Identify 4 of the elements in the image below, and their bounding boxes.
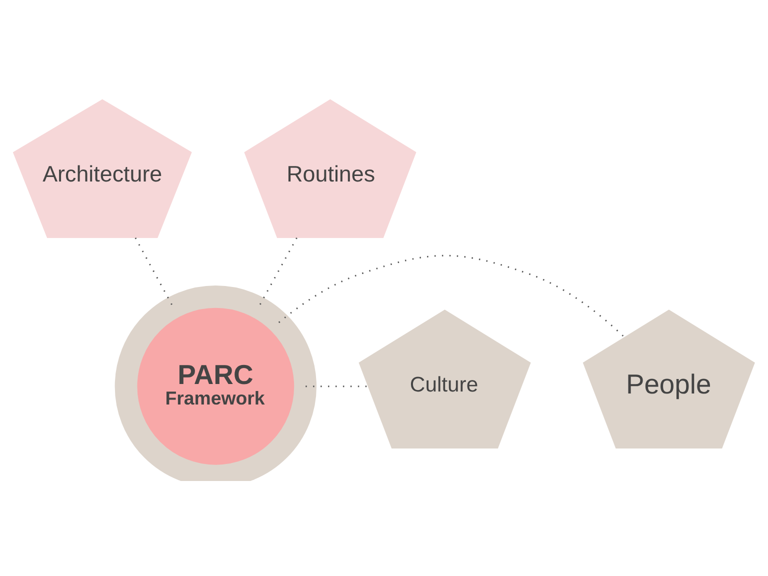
connector: [278, 254, 626, 338]
connector: [258, 238, 298, 308]
node-circle: PARC Framework: [114, 286, 317, 481]
connector: [134, 238, 174, 308]
